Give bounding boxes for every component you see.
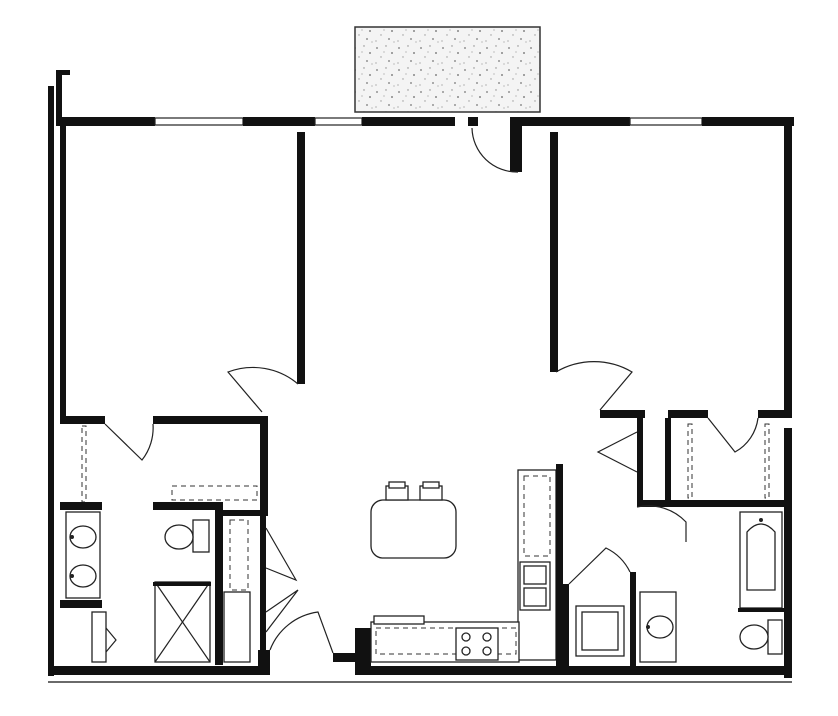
bathroom-1 bbox=[60, 502, 223, 665]
bedroom-1 bbox=[60, 132, 305, 516]
patio bbox=[354, 26, 541, 113]
living-room bbox=[269, 117, 522, 654]
walk-in-closet-1 bbox=[81, 425, 258, 503]
laundry bbox=[223, 510, 299, 666]
bathroom-2 bbox=[563, 511, 784, 666]
kitchen bbox=[370, 464, 563, 666]
walk-in-closet-2 bbox=[596, 418, 785, 542]
exterior-walls bbox=[48, 70, 794, 683]
bedroom-2 bbox=[550, 132, 792, 453]
